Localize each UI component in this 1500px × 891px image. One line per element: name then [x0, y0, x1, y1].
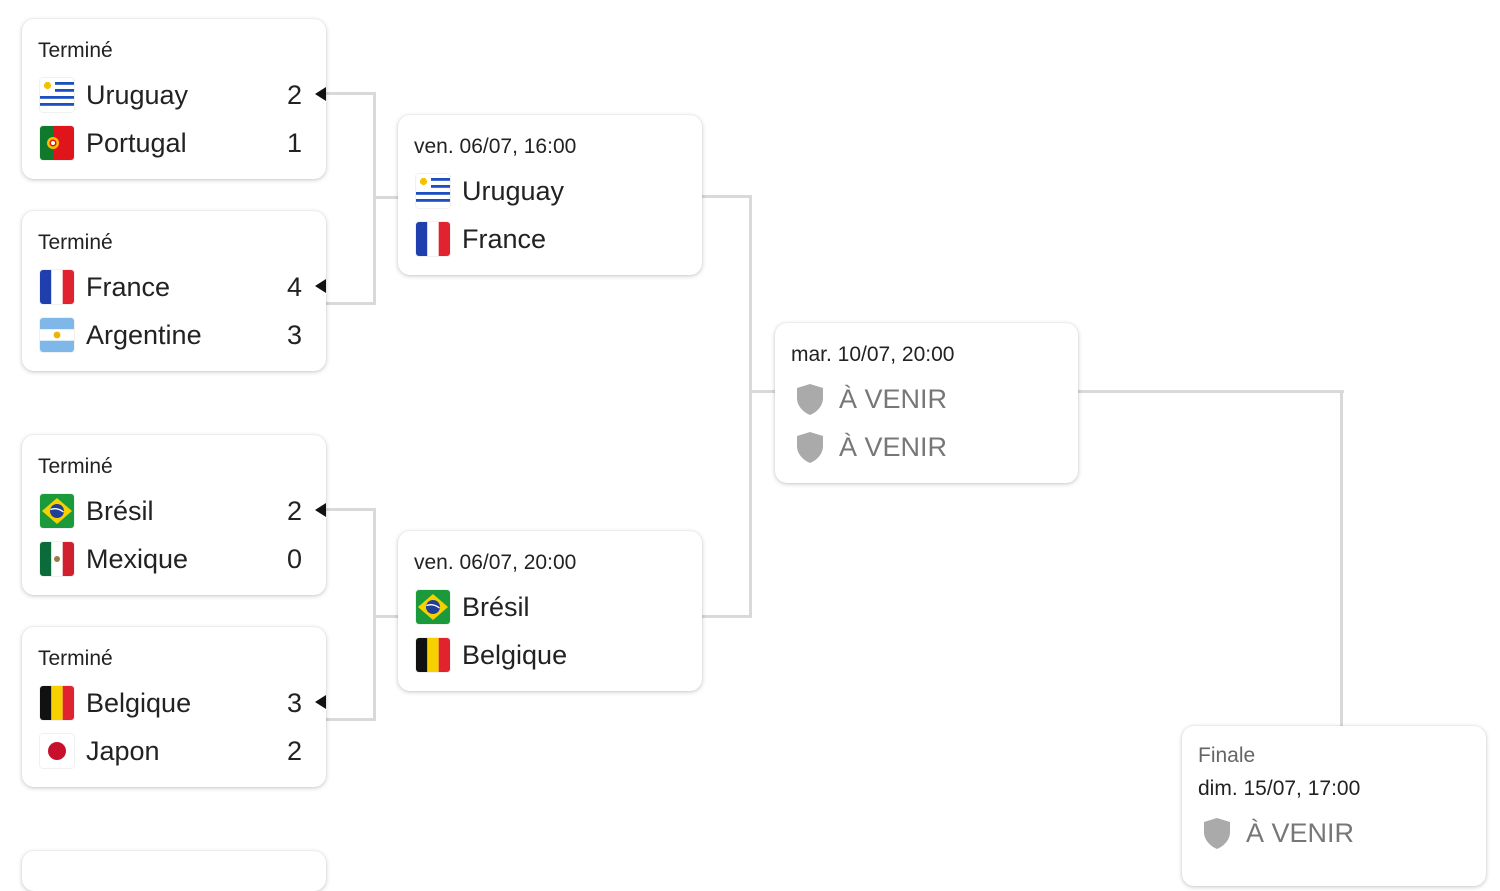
match-date: mar. 10/07, 20:00 — [791, 343, 955, 366]
argentina-flag-icon — [40, 318, 74, 352]
team-name: À VENIR — [839, 383, 948, 414]
match-status: Terminé — [38, 231, 113, 254]
team-row-portugal[interactable]: Portugal — [40, 126, 187, 160]
team-name: Brésil — [86, 495, 154, 526]
team-row-france[interactable]: France — [40, 270, 170, 304]
team-row-tbd[interactable]: À VENIR — [793, 382, 947, 416]
team-name: Uruguay — [462, 175, 565, 206]
shield-icon — [793, 382, 827, 416]
match-card-semi[interactable]: mar. 10/07, 20:00 À VENIR À VENIR — [775, 323, 1078, 483]
match-card-sf1[interactable]: ven. 06/07, 16:00 Uruguay France — [398, 115, 702, 275]
team-name: Belgique — [86, 687, 192, 718]
brazil-flag-icon — [416, 590, 450, 624]
brazil-flag-icon — [40, 494, 74, 528]
match-status: Terminé — [38, 39, 113, 62]
team-name: Argentine — [86, 319, 202, 350]
mexico-flag-icon — [40, 542, 74, 576]
connector-v3 — [749, 195, 752, 618]
team-score: 2 — [286, 496, 302, 526]
belgium-flag-icon — [40, 686, 74, 720]
match-card-qf2[interactable]: Terminé France 4 Argentine 3 — [22, 211, 326, 371]
winner-arrow-icon — [315, 279, 326, 293]
connector-to-semi — [749, 390, 775, 393]
team-score: 2 — [286, 80, 302, 110]
team-name: Belgique — [462, 639, 568, 670]
connector-to-sf1 — [373, 196, 400, 199]
team-row-tbd[interactable]: À VENIR — [1200, 816, 1354, 850]
team-row-uruguay[interactable]: Uruguay — [416, 174, 564, 208]
connector-semi — [1078, 390, 1344, 393]
shield-icon — [1200, 816, 1234, 850]
match-card-qf1[interactable]: Terminé Uruguay 2 Portugal 1 — [22, 19, 326, 179]
team-row-argentine[interactable]: Argentine — [40, 318, 202, 352]
winner-arrow-icon — [315, 503, 326, 517]
team-row-france[interactable]: France — [416, 222, 546, 256]
shield-icon — [793, 430, 827, 464]
winner-arrow-icon — [315, 695, 326, 709]
team-name: France — [462, 223, 547, 254]
team-row-japon[interactable]: Japon — [40, 734, 160, 768]
match-card-qf4[interactable]: Terminé Belgique 3 Japon 2 — [22, 627, 326, 787]
team-row-uruguay[interactable]: Uruguay — [40, 78, 188, 112]
match-date: ven. 06/07, 20:00 — [414, 551, 577, 574]
team-name: À VENIR — [839, 431, 948, 462]
team-score: 3 — [286, 320, 302, 350]
match-card-sf2[interactable]: ven. 06/07, 20:00 Brésil Belgique — [398, 531, 702, 691]
uruguay-flag-icon — [416, 174, 450, 208]
team-name: Japon — [86, 735, 160, 766]
connector-qf4 — [326, 718, 375, 721]
connector-v4 — [1340, 390, 1343, 728]
japan-flag-icon — [40, 734, 74, 768]
france-flag-icon — [40, 270, 74, 304]
winner-arrow-icon — [315, 87, 326, 101]
team-row-tbd[interactable]: À VENIR — [793, 430, 947, 464]
team-score: 2 — [286, 736, 302, 766]
team-row-bresil[interactable]: Brésil — [40, 494, 154, 528]
connector-sf1 — [702, 195, 752, 198]
match-card-partial[interactable] — [22, 851, 326, 891]
match-status: Terminé — [38, 455, 113, 478]
portugal-flag-icon — [40, 126, 74, 160]
team-score: 0 — [286, 544, 302, 574]
connector-to-sf2 — [373, 615, 400, 618]
match-date: dim. 15/07, 17:00 — [1198, 777, 1361, 800]
match-date: ven. 06/07, 16:00 — [414, 135, 577, 158]
team-name: France — [86, 271, 171, 302]
match-card-qf3[interactable]: Terminé Brésil 2 Mexique 0 — [22, 435, 326, 595]
uruguay-flag-icon — [40, 78, 74, 112]
match-card-final[interactable]: Finale dim. 15/07, 17:00 À VENIR — [1182, 726, 1486, 886]
team-score: 1 — [286, 128, 302, 158]
connector-qf1 — [326, 92, 375, 95]
match-status: Terminé — [38, 647, 113, 670]
team-row-bresil[interactable]: Brésil — [416, 590, 530, 624]
connector-qf3 — [326, 508, 375, 511]
team-row-belgique[interactable]: Belgique — [416, 638, 567, 672]
round-label: Finale — [1198, 744, 1256, 767]
belgium-flag-icon — [416, 638, 450, 672]
connector-v2 — [373, 508, 376, 721]
team-score: 3 — [286, 688, 302, 718]
team-name: Uruguay — [86, 79, 189, 110]
team-score: 4 — [286, 272, 302, 302]
team-name: Brésil — [462, 591, 530, 622]
team-name: Mexique — [86, 543, 189, 574]
france-flag-icon — [416, 222, 450, 256]
team-name: Portugal — [86, 127, 187, 158]
connector-qf2 — [326, 302, 375, 305]
team-row-mexique[interactable]: Mexique — [40, 542, 188, 576]
connector-sf2 — [702, 615, 752, 618]
team-name: À VENIR — [1246, 817, 1355, 848]
team-row-belgique[interactable]: Belgique — [40, 686, 191, 720]
